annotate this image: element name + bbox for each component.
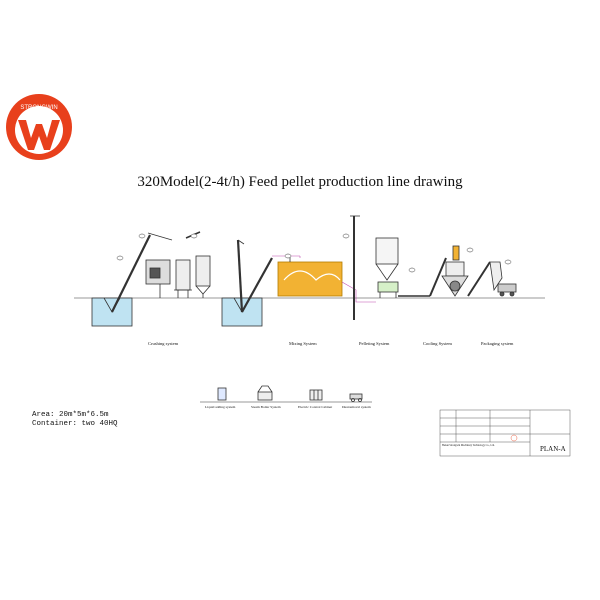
bin-elevator-equipment xyxy=(195,239,300,327)
area-text: Area: 20m*5m*6.5m xyxy=(32,411,109,419)
auxiliary-equipment xyxy=(217,385,363,402)
cooling-system-equipment xyxy=(441,245,469,297)
mixing-system-equipment xyxy=(277,256,343,297)
strongwin-logo: STRONGWIN xyxy=(4,92,74,162)
drawing-title: 320Model(2-4t/h) Feed pellet production … xyxy=(137,174,463,190)
title-block-company: Henan Strongwin Machinery Technology Co.… xyxy=(442,444,495,447)
crushing-system-equipment xyxy=(91,231,201,327)
aux-label-control: Electric Control Cabinet xyxy=(298,405,333,409)
logo-brand-text: STRONGWIN xyxy=(20,105,57,111)
project-info: Area: 20m*5m*6.5m Container: two 40HQ xyxy=(32,411,118,429)
section-label-packaging: Packaging system xyxy=(481,341,514,346)
aux-label-dust: Dustremoval system xyxy=(342,405,371,409)
container-text: Container: two 40HQ xyxy=(32,420,118,428)
aux-label-steam: Steam Boiler System xyxy=(251,405,281,409)
title-block xyxy=(439,409,571,457)
section-label-mixing: Mixing System xyxy=(289,341,317,346)
pelleting-system-equipment xyxy=(350,215,399,320)
strongwin-w-logo-icon: STRONGWIN xyxy=(6,94,72,160)
packaging-system-equipment xyxy=(467,261,517,297)
section-label-cooling: Cooling System xyxy=(423,341,452,346)
section-label-pelleting: Pelleting System xyxy=(359,341,390,346)
aux-label-liquid: Liquid adding system xyxy=(205,405,236,409)
plan-label: PLAN-A xyxy=(540,445,566,453)
section-label-crushing: Crushing system xyxy=(148,341,179,346)
